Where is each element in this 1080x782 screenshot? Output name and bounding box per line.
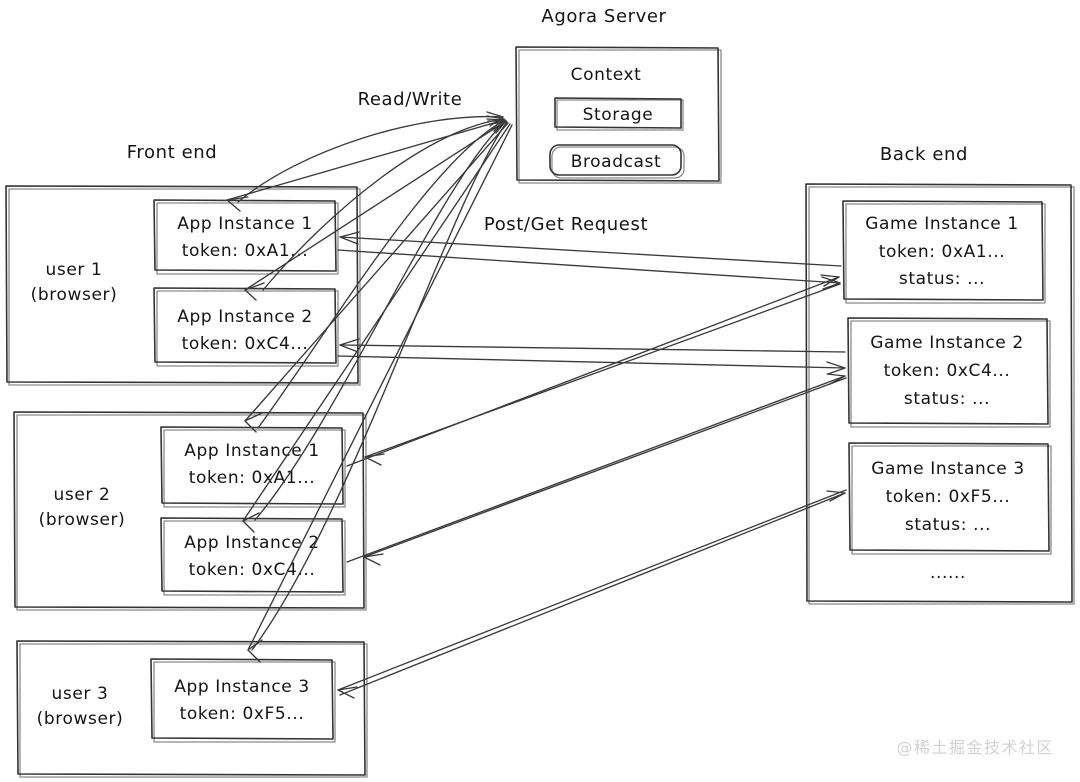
game-instance-token: token: 0xC4... — [884, 361, 1011, 381]
context-label: Context — [571, 65, 642, 85]
back-end-container[interactable]: Game Instance 1 token: 0xA1... status: .… — [805, 183, 1075, 605]
user-2-name-line1: user 2 — [54, 485, 111, 505]
agora-server-box[interactable]: Context Storage Broadcast — [515, 46, 722, 184]
broadcast-label: Broadcast — [571, 152, 662, 172]
user-1-app-instance-1[interactable]: App Instance 1 token: 0xA1... — [153, 199, 339, 275]
game-instance-status: status: ... — [899, 269, 985, 289]
back-end-label: Back end — [880, 144, 968, 165]
user-1-name-line2: (browser) — [31, 285, 118, 305]
game-instance-token: token: 0xF5... — [886, 487, 1011, 507]
app-instance-token: token: 0xC4... — [189, 560, 316, 580]
user-1-name-line1: user 1 — [46, 260, 103, 280]
game-instance-1[interactable]: Game Instance 1 token: 0xA1... status: .… — [842, 200, 1046, 304]
app-instance-title: App Instance 1 — [177, 214, 313, 234]
edge-label-post-get: Post/Get Request — [484, 214, 648, 235]
game-instance-title: Game Instance 1 — [865, 214, 1019, 234]
app-instance-title: App Instance 2 — [184, 533, 320, 553]
user-2-app-instance-1[interactable]: App Instance 1 token: 0xA1... — [160, 426, 346, 508]
user-3-app-instance-3[interactable]: App Instance 3 token: 0xF5... — [150, 658, 336, 743]
app-instance-title: App Instance 3 — [174, 677, 310, 697]
watermark-text: @稀土掘金技术社区 — [896, 738, 1054, 757]
user-3-name-line2: (browser) — [37, 709, 124, 729]
broadcast-box[interactable]: Broadcast — [549, 144, 685, 179]
user-2-container[interactable]: user 2 (browser) App Instance 1 token: 0… — [13, 411, 367, 611]
app-instance-title: App Instance 2 — [177, 307, 313, 327]
connector-group-post-get — [337, 231, 847, 699]
app-instance-title: App Instance 1 — [184, 441, 320, 461]
user-1-container[interactable]: user 1 (browser) App Instance 1 token: 0… — [5, 185, 361, 386]
storage-label: Storage — [583, 105, 654, 125]
game-instance-token: token: 0xA1... — [879, 242, 1006, 262]
game-instance-title: Game Instance 2 — [870, 333, 1024, 353]
game-instance-3[interactable]: Game Instance 3 token: 0xF5... status: .… — [848, 442, 1052, 555]
game-instance-status: status: ... — [904, 389, 990, 409]
back-end-more-ellipsis: ...... — [930, 563, 966, 583]
app-instance-token: token: 0xF5... — [180, 704, 305, 724]
game-instance-title: Game Instance 3 — [871, 459, 1025, 479]
user-2-name-line2: (browser) — [39, 510, 126, 530]
app-instance-token: token: 0xA1... — [189, 468, 316, 488]
connector-group-read-write — [226, 111, 513, 663]
user-3-name-line1: user 3 — [52, 684, 109, 704]
user-2-app-instance-2[interactable]: App Instance 2 token: 0xC4... — [160, 517, 346, 596]
game-instance-2[interactable]: Game Instance 2 token: 0xC4... status: .… — [847, 317, 1051, 428]
agora-server-title: Agora Server — [541, 6, 666, 27]
app-instance-token: token: 0xA1... — [182, 241, 309, 261]
storage-box[interactable]: Storage — [554, 97, 684, 131]
user-3-container[interactable]: user 3 (browser) App Instance 3 token: 0… — [16, 640, 368, 778]
edge-label-read-write: Read/Write — [358, 89, 463, 110]
app-instance-token: token: 0xC4... — [182, 334, 309, 354]
front-end-label: Front end — [127, 142, 218, 163]
user-1-app-instance-2[interactable]: App Instance 2 token: 0xC4... — [153, 287, 339, 367]
game-instance-status: status: ... — [905, 515, 991, 535]
